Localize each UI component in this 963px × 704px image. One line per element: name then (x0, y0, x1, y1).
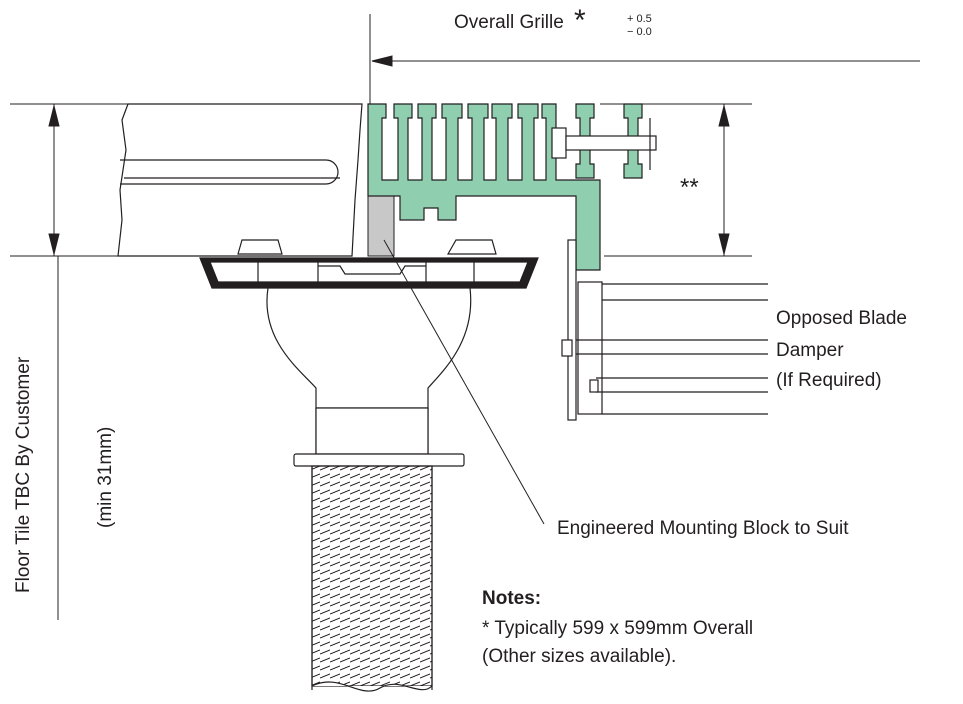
overall-grille-label: Overall Grille (454, 12, 564, 33)
damper-label-line1: Opposed Blade (776, 308, 907, 329)
damper (561, 239, 768, 421)
notes-title: Notes: (482, 588, 542, 609)
notes-line2: (Other sizes available). (482, 646, 677, 667)
depth-double-star: ** (680, 174, 699, 201)
notes-line1: * Typically 599 x 599mm Overall (482, 618, 754, 639)
pedestal-bowl (266, 287, 472, 467)
damper-label-line3: (If Required) (776, 370, 882, 391)
floor-tile-label: Floor Tile TBC By Customer (13, 356, 34, 593)
overall-grille-star: * (574, 4, 586, 37)
tolerance-plus: + 0.5 (627, 13, 652, 25)
damper-label-line2: Damper (776, 340, 844, 361)
tolerance-minus: − 0.0 (627, 26, 652, 38)
threaded-rod (311, 465, 433, 692)
mounting-block-leader (383, 239, 545, 525)
floor-tile (117, 103, 363, 257)
min-height-label: (min 31mm) (95, 426, 116, 528)
grille-depth-dimension (600, 103, 752, 257)
mounting-block-label: Engineered Mounting Block to Suit (557, 518, 849, 539)
grille-profile (367, 103, 643, 271)
pedestal-head (199, 239, 539, 289)
mounting-block (367, 195, 395, 257)
clamp-bolt (551, 118, 657, 170)
